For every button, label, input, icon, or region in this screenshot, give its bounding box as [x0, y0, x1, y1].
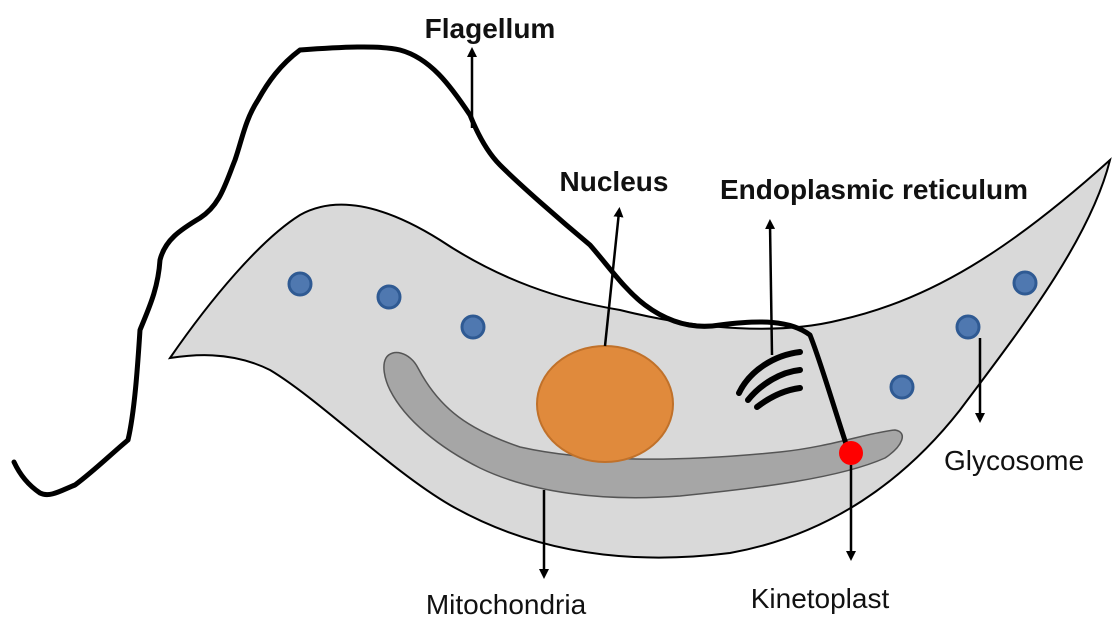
glycosome	[891, 376, 913, 398]
glycosome	[462, 316, 484, 338]
label-glycosome: Glycosome	[944, 445, 1084, 476]
glycosome	[1014, 272, 1036, 294]
label-endoplasmic-reticulum: Endoplasmic reticulum	[720, 174, 1028, 205]
glycosome	[289, 273, 311, 295]
glycosome	[957, 316, 979, 338]
label-flagellum: Flagellum	[425, 13, 556, 44]
label-kinetoplast: Kinetoplast	[751, 583, 890, 614]
nucleus	[537, 346, 673, 462]
label-mitochondria: Mitochondria	[426, 589, 587, 620]
kinetoplast	[839, 441, 863, 465]
glycosome	[378, 286, 400, 308]
label-nucleus: Nucleus	[560, 166, 669, 197]
